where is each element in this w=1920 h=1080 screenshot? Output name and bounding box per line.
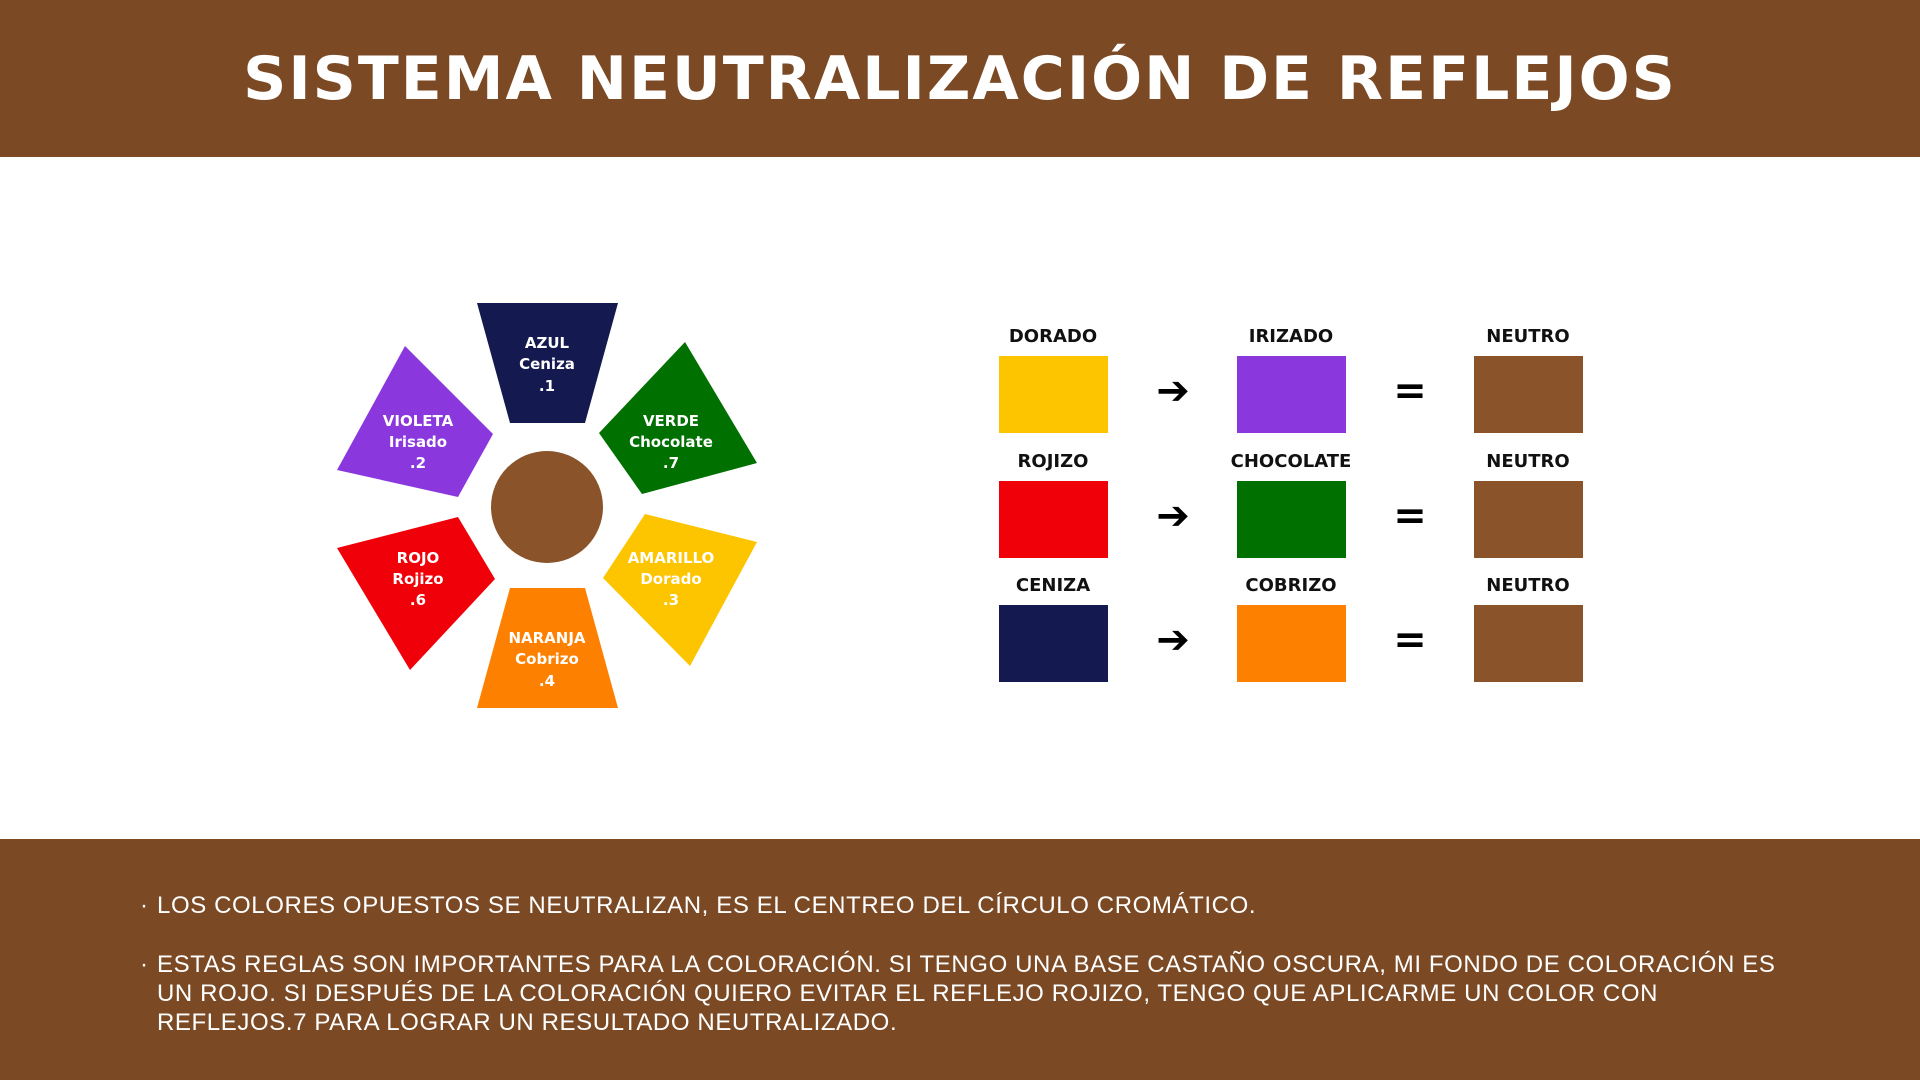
segment-name: AMARILLO bbox=[628, 549, 715, 567]
rule-label: DORADO bbox=[1008, 326, 1098, 347]
bullet-dot: · bbox=[140, 892, 149, 919]
wheel-segment-rojo bbox=[337, 517, 495, 670]
color-swatch bbox=[1474, 356, 1583, 433]
color-swatch bbox=[1237, 605, 1346, 682]
label-rojo: ROJO Rojizo .6 bbox=[392, 549, 443, 609]
color-swatch bbox=[1237, 356, 1346, 433]
equals-icon: = bbox=[1393, 493, 1427, 539]
wheel-segment-azul bbox=[477, 303, 618, 423]
segment-code: .6 bbox=[410, 591, 426, 609]
color-swatch bbox=[999, 356, 1108, 433]
segment-name: AZUL bbox=[525, 334, 570, 352]
bullet-dot: · bbox=[140, 951, 149, 978]
color-swatch bbox=[999, 605, 1108, 682]
footer-notes: · LOS COLORES OPUESTOS SE NEUTRALIZAN, E… bbox=[0, 839, 1920, 1080]
wheel-segment-verde bbox=[599, 342, 757, 494]
wheel-segment-naranja bbox=[477, 588, 618, 708]
color-swatch bbox=[1237, 481, 1346, 558]
segment-sub: Dorado bbox=[640, 570, 701, 588]
wheel-center bbox=[491, 451, 603, 563]
color-swatch bbox=[1474, 605, 1583, 682]
label-verde: VERDE Chocolate .7 bbox=[629, 412, 713, 472]
segment-name: ROJO bbox=[397, 549, 440, 567]
arrow-right-icon: ➔ bbox=[1156, 493, 1190, 539]
label-naranja: NARANJA Cobrizo .4 bbox=[508, 629, 585, 690]
rule-label: NEUTRO bbox=[1486, 575, 1570, 596]
rule-label: NEUTRO bbox=[1486, 326, 1570, 347]
segment-code: .2 bbox=[410, 454, 426, 472]
rule-label: COBRIZO bbox=[1245, 575, 1337, 596]
header-bar: SISTEMA NEUTRALIZACIÓN DE REFLEJOS bbox=[0, 0, 1920, 157]
note-text: ESTAS REGLAS SON IMPORTANTES PARA LA COL… bbox=[157, 951, 1776, 1036]
segment-name: NARANJA bbox=[508, 629, 585, 647]
note-item: · ESTAS REGLAS SON IMPORTANTES PARA LA C… bbox=[140, 950, 1797, 1037]
arrow-right-icon: ➔ bbox=[1156, 617, 1190, 663]
page-title: SISTEMA NEUTRALIZACIÓN DE REFLEJOS bbox=[243, 43, 1677, 114]
segment-name: VIOLETA bbox=[383, 412, 454, 430]
arrow-right-icon: ➔ bbox=[1156, 368, 1190, 414]
rule-label: NEUTRO bbox=[1486, 451, 1570, 472]
note-text: LOS COLORES OPUESTOS SE NEUTRALIZAN, ES … bbox=[157, 892, 1257, 919]
segment-sub: Irisado bbox=[389, 433, 447, 451]
rule-label: ROJIZO bbox=[1017, 451, 1089, 472]
segment-code: .7 bbox=[663, 454, 679, 472]
segment-sub: Cobrizo bbox=[515, 650, 579, 668]
rule-label: CENIZA bbox=[1015, 575, 1091, 596]
segment-sub: Ceniza bbox=[519, 355, 575, 373]
rule-label: IRIZADO bbox=[1248, 326, 1334, 347]
wheel-segment-violeta bbox=[337, 346, 493, 497]
rule-label: CHOCOLATE bbox=[1230, 451, 1352, 472]
segment-code: .4 bbox=[539, 672, 555, 690]
label-violeta: VIOLETA Irisado .2 bbox=[383, 412, 454, 472]
segment-code: .3 bbox=[663, 591, 679, 609]
note-item: · LOS COLORES OPUESTOS SE NEUTRALIZAN, E… bbox=[140, 891, 1797, 920]
label-azul: AZUL Ceniza .1 bbox=[519, 334, 575, 395]
segment-sub: Chocolate bbox=[629, 433, 713, 451]
color-swatch bbox=[1474, 481, 1583, 558]
segment-name: VERDE bbox=[643, 412, 699, 430]
color-swatch bbox=[999, 481, 1108, 558]
label-amarillo: AMARILLO Dorado .3 bbox=[628, 549, 715, 609]
equals-icon: = bbox=[1393, 617, 1427, 663]
segment-code: .1 bbox=[539, 377, 555, 395]
equals-icon: = bbox=[1393, 368, 1427, 414]
segment-sub: Rojizo bbox=[392, 570, 443, 588]
wheel-segment-amarillo bbox=[603, 514, 757, 666]
